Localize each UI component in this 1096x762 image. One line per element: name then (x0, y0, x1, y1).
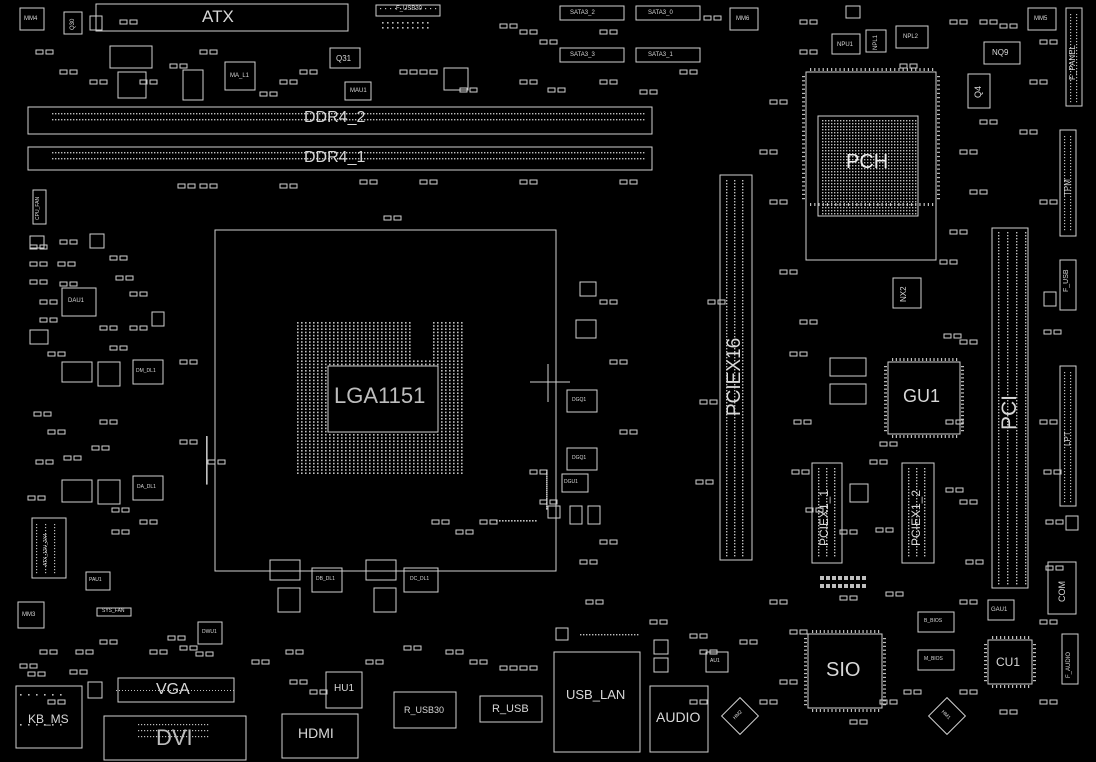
m-bios-part (917, 649, 955, 671)
cpu-fan-header (32, 189, 47, 225)
lpt-header (1059, 365, 1077, 507)
com-header (1047, 561, 1077, 615)
sio-outline (807, 633, 883, 709)
dm-dl1-part (132, 359, 164, 385)
r-usb30-port (393, 691, 457, 729)
hu1-part (325, 671, 363, 709)
atx-connector (95, 3, 349, 32)
pci-slot (991, 227, 1029, 589)
da-dl1-part (132, 475, 164, 501)
usb-lan-port (553, 651, 641, 753)
f-audio-header (1061, 633, 1079, 685)
hm1-part (927, 696, 967, 736)
atx-12v-connector (31, 517, 67, 579)
nq9-part (983, 41, 1021, 65)
cpu-core-window (327, 365, 439, 433)
mm3-mount (17, 601, 45, 629)
nx2-part (892, 277, 922, 309)
r-usb-port (479, 695, 543, 723)
pciex1-1-slot (811, 462, 843, 564)
mm6-mount (729, 7, 759, 31)
mm4-mount (19, 7, 45, 31)
kb-ms-port (15, 685, 83, 749)
npu1-part (831, 33, 861, 55)
dgq1b-part (566, 447, 598, 471)
dau1-part (61, 287, 97, 317)
q30-part (63, 11, 83, 35)
db-dl1-part (311, 567, 343, 593)
pciex16-slot (719, 174, 753, 561)
dwu1-part (197, 621, 223, 645)
ma-l1-part (224, 61, 256, 91)
dgq1-part (566, 389, 598, 413)
pau1-part (85, 571, 111, 591)
b-bios-part (917, 611, 955, 633)
sys-fan-header (96, 607, 132, 617)
hdmi-port (281, 713, 359, 759)
hm2-part (720, 696, 760, 736)
pch-outline (805, 71, 937, 261)
ddr4-1-slot (27, 146, 653, 171)
f-usb30-header (375, 4, 441, 17)
f-panel-header (1065, 7, 1083, 107)
dc-dl1-part (403, 567, 439, 593)
sata3-0-connector (635, 5, 701, 21)
npl2-part (895, 25, 929, 49)
tpm-header (1059, 129, 1077, 237)
q4-part (967, 73, 991, 109)
pciex1-2-slot (901, 462, 935, 564)
cpu-socket (214, 229, 557, 572)
dvi-port (103, 715, 247, 761)
f-usb-header (1059, 259, 1077, 311)
pch-die (817, 115, 919, 217)
mau1-part (344, 81, 372, 101)
mm5-mount (1027, 7, 1057, 31)
sata3-2-connector (559, 5, 625, 21)
ddr4-2-slot (27, 106, 653, 135)
cu1-part (987, 639, 1033, 685)
q31-part (329, 47, 361, 69)
sata3-3-connector (559, 47, 625, 63)
audio-port (649, 685, 709, 753)
gau1-part (987, 599, 1015, 621)
au1-part (705, 651, 729, 673)
gu1-outline (887, 361, 961, 435)
dgu1-part (561, 473, 589, 493)
sata3-1-connector (635, 47, 701, 63)
